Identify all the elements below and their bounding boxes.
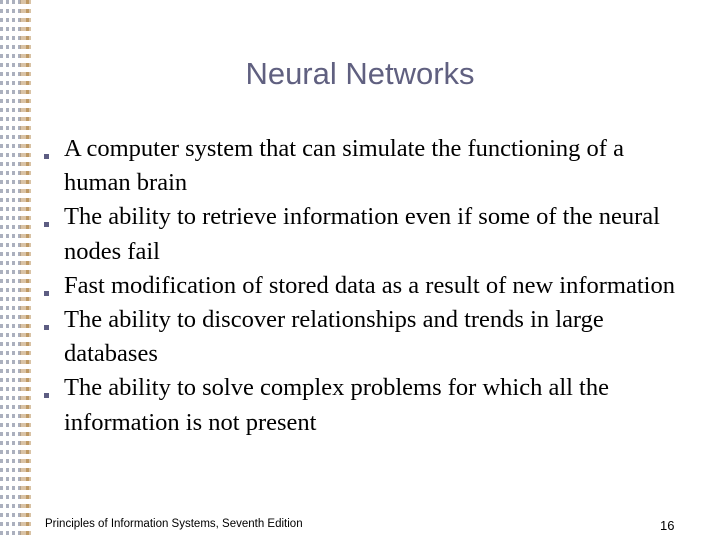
bullet-square-icon — [44, 371, 64, 403]
list-item: The ability to discover relationships an… — [44, 303, 684, 371]
list-item-text: The ability to discover relationships an… — [64, 306, 604, 368]
list-item: A computer system that can simulate the … — [44, 132, 684, 200]
list-item-text: A computer system that can simulate the … — [64, 135, 624, 197]
bullet-square-icon — [44, 200, 64, 232]
list-item-text: Fast modification of stored data as a re… — [64, 271, 675, 299]
slide-title: Neural Networks — [245, 56, 475, 91]
checkered-border-accent — [20, 0, 31, 540]
list-item: The ability to solve complex problems fo… — [44, 371, 684, 439]
checkered-border-icon — [0, 0, 31, 540]
list-item: Fast modification of stored data as a re… — [44, 269, 684, 303]
slide-bullet-list: A computer system that can simulate the … — [44, 132, 684, 440]
slide-page-number: 16 — [660, 518, 675, 533]
bullet-square-icon — [44, 269, 64, 301]
list-item-text: The ability to solve complex problems fo… — [64, 374, 609, 436]
footer-source-text: Principles of Information Systems, Seven… — [45, 518, 303, 530]
bullet-square-icon — [44, 303, 64, 335]
list-item: The ability to retrieve information even… — [44, 200, 684, 268]
bullet-square-icon — [44, 132, 64, 164]
list-item-text: The ability to retrieve information even… — [64, 203, 660, 265]
